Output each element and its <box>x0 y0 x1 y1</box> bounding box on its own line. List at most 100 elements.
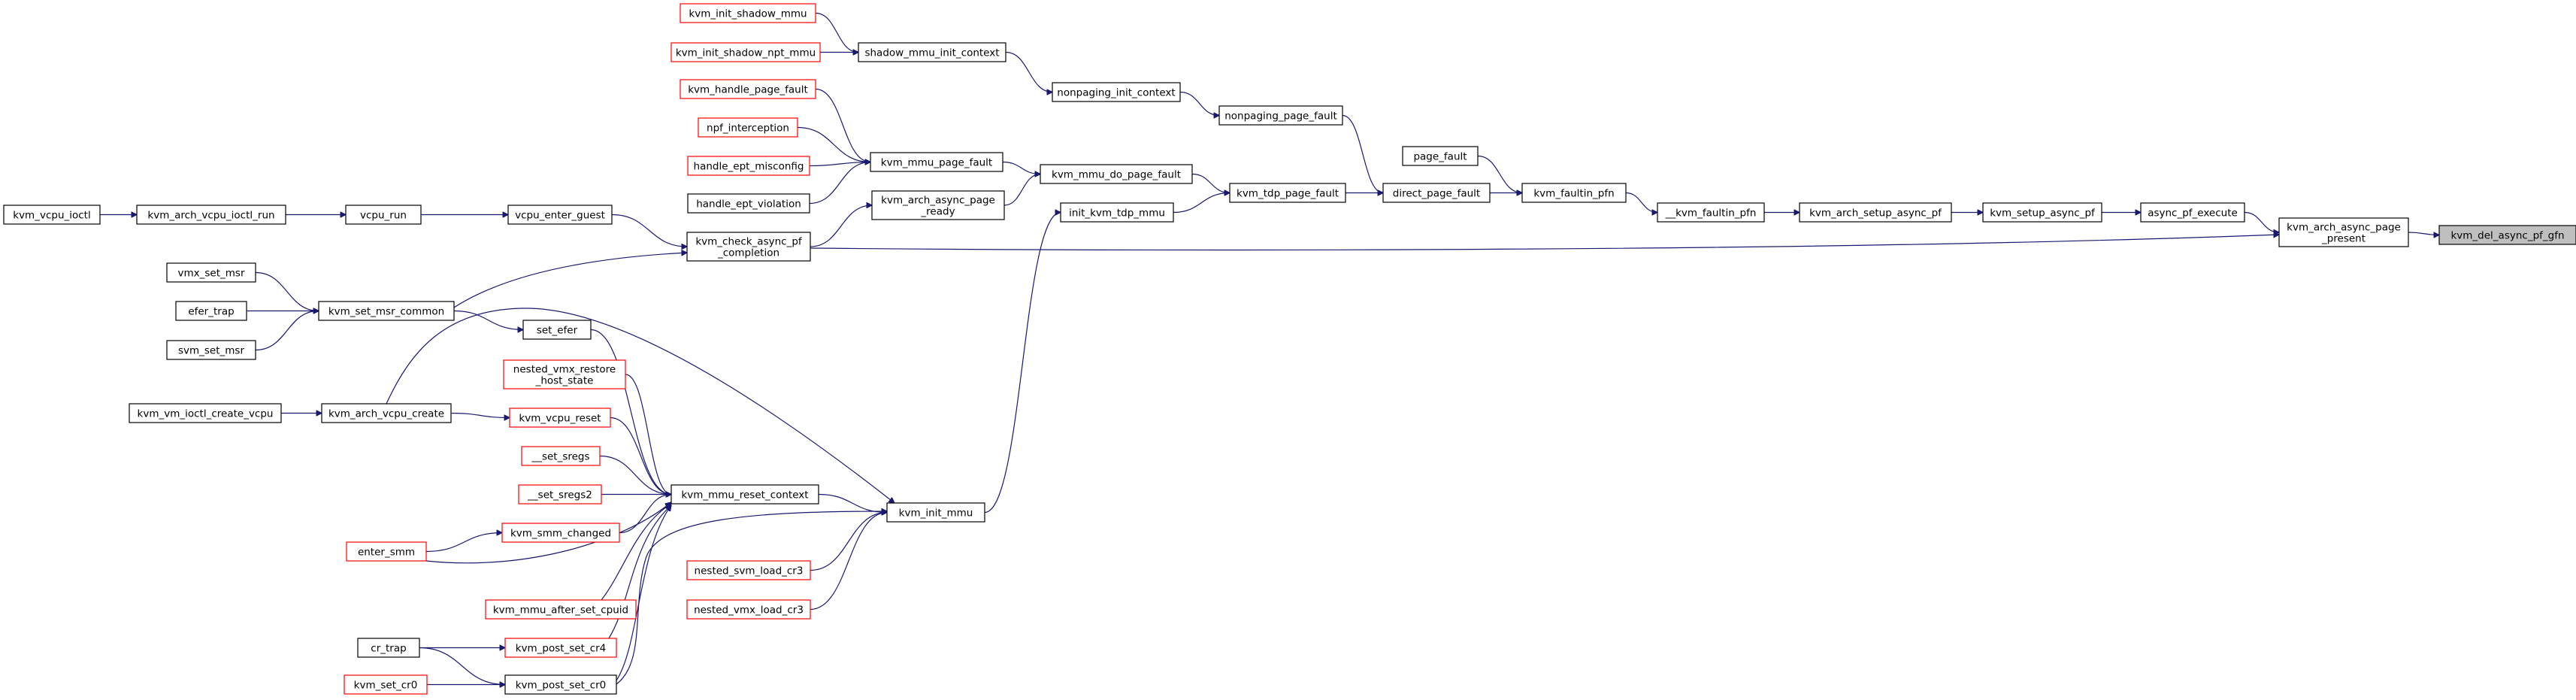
node-kvm_arch_async_page_ready[interactable]: kvm_arch_async_page_ready <box>871 190 1005 220</box>
node-nested_vmx_load_cr3[interactable]: nested_vmx_load_cr3 <box>686 599 811 620</box>
node-kvm_setup_async_pf[interactable]: kvm_setup_async_pf <box>1982 202 2102 223</box>
node-kvm_faultin_pfn[interactable]: kvm_faultin_pfn <box>1521 183 1627 203</box>
node-label: kvm_arch_vcpu_ioctl_run <box>147 210 274 222</box>
node-label: kvm_mmu_after_set_cpuid <box>493 605 628 617</box>
node-vcpu_run[interactable]: vcpu_run <box>345 205 422 225</box>
node-label: __set_sregs2 <box>527 489 592 502</box>
node-kvm_mmu_reset_context[interactable]: kvm_mmu_reset_context <box>670 484 819 505</box>
node-kvm_init_shadow_mmu[interactable]: kvm_init_shadow_mmu <box>680 3 816 23</box>
node-kvm_set_msr_common[interactable]: kvm_set_msr_common <box>318 301 455 321</box>
node-__kvm_faultin_pfn[interactable]: __kvm_faultin_pfn <box>1657 202 1765 223</box>
node-kvm_vm_ioctl_create_vcpu[interactable]: kvm_vm_ioctl_create_vcpu <box>129 403 282 423</box>
node-kvm_smm_changed[interactable]: kvm_smm_changed <box>501 523 620 543</box>
node-kvm_check_async_pf_completion[interactable]: kvm_check_async_pf_completion <box>686 232 811 262</box>
node-box <box>686 232 811 262</box>
edge-kvm_smm_changed-to-kvm_mmu_reset_context <box>619 495 671 534</box>
node-nested_svm_load_cr3[interactable]: nested_svm_load_cr3 <box>686 560 811 580</box>
node-label: kvm_init_mmu <box>899 508 973 520</box>
node-handle_ept_misconfig[interactable]: handle_ept_misconfig <box>687 156 810 176</box>
node-label: kvm_vcpu_reset <box>519 413 601 425</box>
node-page_fault[interactable]: page_fault <box>1402 146 1479 166</box>
node-__set_sregs[interactable]: __set_sregs <box>521 446 601 466</box>
edge-kvm_check_async_pf_completion-to-kvm_arch_async_page_ready <box>810 205 872 247</box>
node-box <box>680 79 816 99</box>
node-box <box>698 117 798 138</box>
edge-kvm_set_msr_common-to-kvm_check_async_pf_completion <box>453 253 687 308</box>
node-box <box>485 599 637 620</box>
node-async_pf_execute[interactable]: async_pf_execute <box>2140 202 2245 223</box>
node-init_kvm_tdp_mmu[interactable]: init_kvm_tdp_mmu <box>1060 202 1174 223</box>
node-label: kvm_vcpu_ioctl <box>13 210 90 222</box>
node-box <box>680 3 816 23</box>
node-label: page_fault <box>1413 151 1467 163</box>
node-label: nonpaging_page_fault <box>1224 111 1337 123</box>
node-kvm_set_cr0[interactable]: kvm_set_cr0 <box>344 674 428 695</box>
node-kvm_post_set_cr4[interactable]: kvm_post_set_cr4 <box>504 638 617 658</box>
edge-kvm_faultin_pfn-to-__kvm_faultin_pfn <box>1625 192 1657 213</box>
node-kvm_arch_async_page_present[interactable]: kvm_arch_async_page_present <box>2278 217 2409 247</box>
node-label: nested_vmx_load_cr3 <box>694 605 804 617</box>
node-kvm_arch_vcpu_create[interactable]: kvm_arch_vcpu_create <box>321 403 452 423</box>
edge-cr_trap-to-kvm_post_set_cr0 <box>419 647 505 685</box>
node-enter_smm[interactable]: enter_smm <box>346 541 427 562</box>
node-direct_page_fault[interactable]: direct_page_fault <box>1382 183 1491 203</box>
node-label: kvm_init_shadow_npt_mmu <box>676 47 816 59</box>
node-label: _host_state <box>535 375 594 387</box>
nodes-layer: kvm_del_async_pf_gfnkvm_arch_async_page_… <box>3 3 2576 695</box>
edge-kvm_arch_async_page_present-to-kvm_del_async_pf_gfn <box>2408 232 2439 235</box>
node-box <box>129 403 282 423</box>
edge-vcpu_enter_guest-to-kvm_check_async_pf_completion <box>611 214 687 247</box>
node-kvm_vcpu_ioctl[interactable]: kvm_vcpu_ioctl <box>3 205 101 225</box>
node-nonpaging_page_fault[interactable]: nonpaging_page_fault <box>1218 105 1343 126</box>
node-box <box>175 301 247 321</box>
node-box <box>344 674 428 695</box>
node-kvm_post_set_cr0[interactable]: kvm_post_set_cr0 <box>504 674 617 695</box>
node-label: shadow_mmu_init_context <box>864 47 999 59</box>
node-efer_trap[interactable]: efer_trap <box>175 301 247 321</box>
node-cr_trap[interactable]: cr_trap <box>357 638 420 658</box>
node-vcpu_enter_guest[interactable]: vcpu_enter_guest <box>507 205 613 225</box>
edges-layer <box>99 12 2439 685</box>
node-label: _ready <box>920 206 955 218</box>
edge-kvm_init_mmu-to-init_kvm_tdp_mmu <box>984 213 1061 514</box>
node-vmx_set_msr[interactable]: vmx_set_msr <box>166 262 256 283</box>
node-label: kvm_set_cr0 <box>354 680 418 692</box>
node-kvm_arch_setup_async_pf[interactable]: kvm_arch_setup_async_pf <box>1799 202 1952 223</box>
node-label: direct_page_fault <box>1393 188 1480 200</box>
node-box <box>503 359 626 389</box>
node-label: efer_trap <box>188 306 234 318</box>
node-label: kvm_init_shadow_mmu <box>689 8 807 20</box>
node-box <box>2278 217 2409 247</box>
node-kvm_init_mmu[interactable]: kvm_init_mmu <box>886 502 985 523</box>
node-shadow_mmu_init_context[interactable]: shadow_mmu_init_context <box>858 42 1006 62</box>
node-box <box>321 403 452 423</box>
node-box <box>1040 164 1193 184</box>
node-kvm_init_shadow_npt_mmu[interactable]: kvm_init_shadow_npt_mmu <box>670 42 821 62</box>
edge-kvm_check_async_pf_completion-to-kvm_arch_async_page_present <box>810 235 2279 251</box>
node-box <box>2438 225 2576 245</box>
node-label: kvm_arch_async_page <box>881 195 995 207</box>
node-kvm_tdp_page_fault[interactable]: kvm_tdp_page_fault <box>1229 183 1346 203</box>
node-npf_interception[interactable]: npf_interception <box>698 117 798 138</box>
node-kvm_handle_page_fault[interactable]: kvm_handle_page_fault <box>680 79 816 99</box>
node-label: kvm_mmu_reset_context <box>681 489 808 502</box>
node-kvm_mmu_page_fault[interactable]: kvm_mmu_page_fault <box>870 152 1003 172</box>
node-handle_ept_violation[interactable]: handle_ept_violation <box>687 193 810 214</box>
node-nested_vmx_restore_host_state[interactable]: nested_vmx_restore_host_state <box>503 359 626 389</box>
node-kvm_arch_vcpu_ioctl_run[interactable]: kvm_arch_vcpu_ioctl_run <box>136 205 286 225</box>
node-set_efer[interactable]: set_efer <box>522 320 592 340</box>
node-kvm_mmu_after_set_cpuid[interactable]: kvm_mmu_after_set_cpuid <box>485 599 637 620</box>
edge-nonpaging_init_context-to-nonpaging_page_fault <box>1179 91 1219 116</box>
node-box <box>858 42 1006 62</box>
node-label: kvm_setup_async_pf <box>1990 208 2096 220</box>
node-label: __kvm_faultin_pfn <box>1665 208 1757 220</box>
node-nonpaging_init_context[interactable]: nonpaging_init_context <box>1052 82 1181 102</box>
node-box <box>509 408 611 428</box>
node-kvm_vcpu_reset[interactable]: kvm_vcpu_reset <box>509 408 611 428</box>
edge-kvm_init_shadow_mmu-to-shadow_mmu_init_context <box>815 12 858 53</box>
node-kvm_del_async_pf_gfn[interactable]: kvm_del_async_pf_gfn <box>2438 225 2576 245</box>
node-__set_sregs2[interactable]: __set_sregs2 <box>518 484 602 505</box>
edge-handle_ept_violation-to-kvm_mmu_page_fault <box>809 162 870 205</box>
node-kvm_mmu_do_page_fault[interactable]: kvm_mmu_do_page_fault <box>1040 164 1193 184</box>
node-svm_set_msr[interactable]: svm_set_msr <box>166 340 256 360</box>
